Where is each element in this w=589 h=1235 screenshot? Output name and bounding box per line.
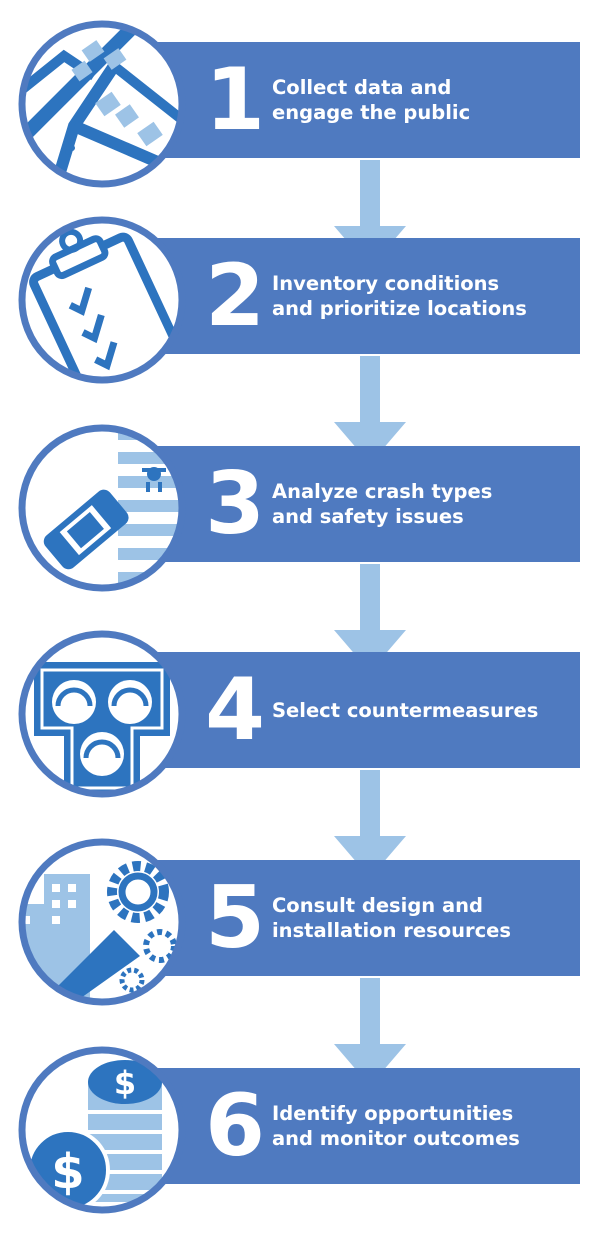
step-label: Collect data and engage the public: [272, 76, 471, 124]
car-crosswalk-icon: [18, 424, 186, 592]
coins-dollar-icon: $ $: [18, 1046, 186, 1214]
step-6: 6 Identify opportunities and monitor out…: [0, 1026, 589, 1226]
step-number: 5: [205, 868, 265, 968]
clipboard-checklist-icon: [18, 216, 186, 384]
step-label: Inventory conditions and prioritize loca…: [272, 272, 527, 320]
step-4: 4 Select countermeasures: [0, 610, 589, 810]
down-arrow-icon: [334, 356, 406, 464]
step-banner: [150, 42, 580, 158]
step-number: 6: [205, 1076, 265, 1176]
step-banner: [150, 1068, 580, 1184]
step-3: 3 Analyze crash types and safety issues: [0, 404, 589, 604]
step-5: 5 Consult design and installation resour…: [0, 818, 589, 1018]
step-banner: [150, 446, 580, 562]
step-number: 2: [205, 246, 265, 346]
step-label: Consult design and installation resource…: [272, 894, 511, 942]
down-arrow-icon: [334, 978, 406, 1086]
svg-text:$: $: [114, 1064, 136, 1102]
step-1: 1 Collect data and engage the public: [0, 0, 589, 200]
step-label: Identify opportunities and monitor outco…: [272, 1102, 520, 1150]
step-number: 3: [205, 454, 265, 554]
step-banner: [150, 652, 580, 768]
map-icon: [18, 20, 186, 188]
pedestrian-signal-icon: [18, 630, 186, 798]
down-arrow-icon: [334, 770, 406, 878]
step-banner: [150, 238, 580, 354]
step-2: 2 Inventory conditions and prioritize lo…: [0, 196, 589, 396]
step-banner: [150, 860, 580, 976]
step-number: 1: [205, 50, 265, 150]
down-arrow-icon: [334, 564, 406, 672]
step-label: Select countermeasures: [272, 698, 539, 722]
svg-text:$: $: [51, 1144, 84, 1200]
step-label: Analyze crash types and safety issues: [272, 480, 493, 528]
step-number: 4: [205, 660, 265, 760]
buildings-gears-icon: [18, 838, 186, 1006]
